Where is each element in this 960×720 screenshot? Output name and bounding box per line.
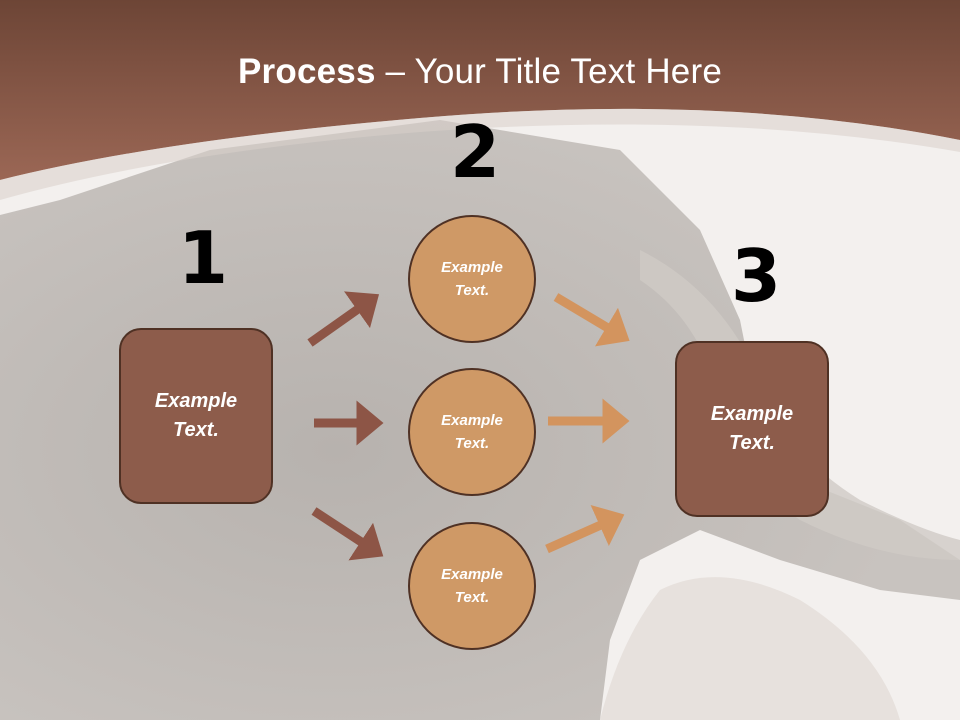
- step-number-3: 3: [731, 234, 782, 318]
- circle-1: Example Text.: [408, 215, 536, 343]
- right-box: Example Text.: [675, 341, 829, 517]
- title-rest: – Your Title Text Here: [375, 52, 722, 91]
- circle-1-text: Example Text.: [441, 259, 503, 299]
- arrow-to-circle-1: [307, 291, 380, 347]
- arrow-from-circle-1: [553, 293, 630, 347]
- step-number-2: 2: [450, 110, 501, 194]
- circle-2-text: Example Text.: [441, 412, 503, 452]
- arrow-to-circle-3: [311, 507, 384, 561]
- title-bold: Process: [238, 52, 376, 91]
- circle-3: Example Text.: [408, 522, 536, 650]
- step-number-1: 1: [178, 216, 229, 300]
- circle-2: Example Text.: [408, 368, 536, 496]
- left-box-text: Example Text.: [154, 390, 238, 441]
- right-box-text: Example Text.: [710, 403, 794, 454]
- left-box: Example Text.: [119, 328, 273, 504]
- circle-3-text: Example Text.: [441, 566, 503, 606]
- slide-title: Process – Your Title Text Here: [0, 52, 960, 92]
- arrow-from-circle-3: [545, 504, 625, 554]
